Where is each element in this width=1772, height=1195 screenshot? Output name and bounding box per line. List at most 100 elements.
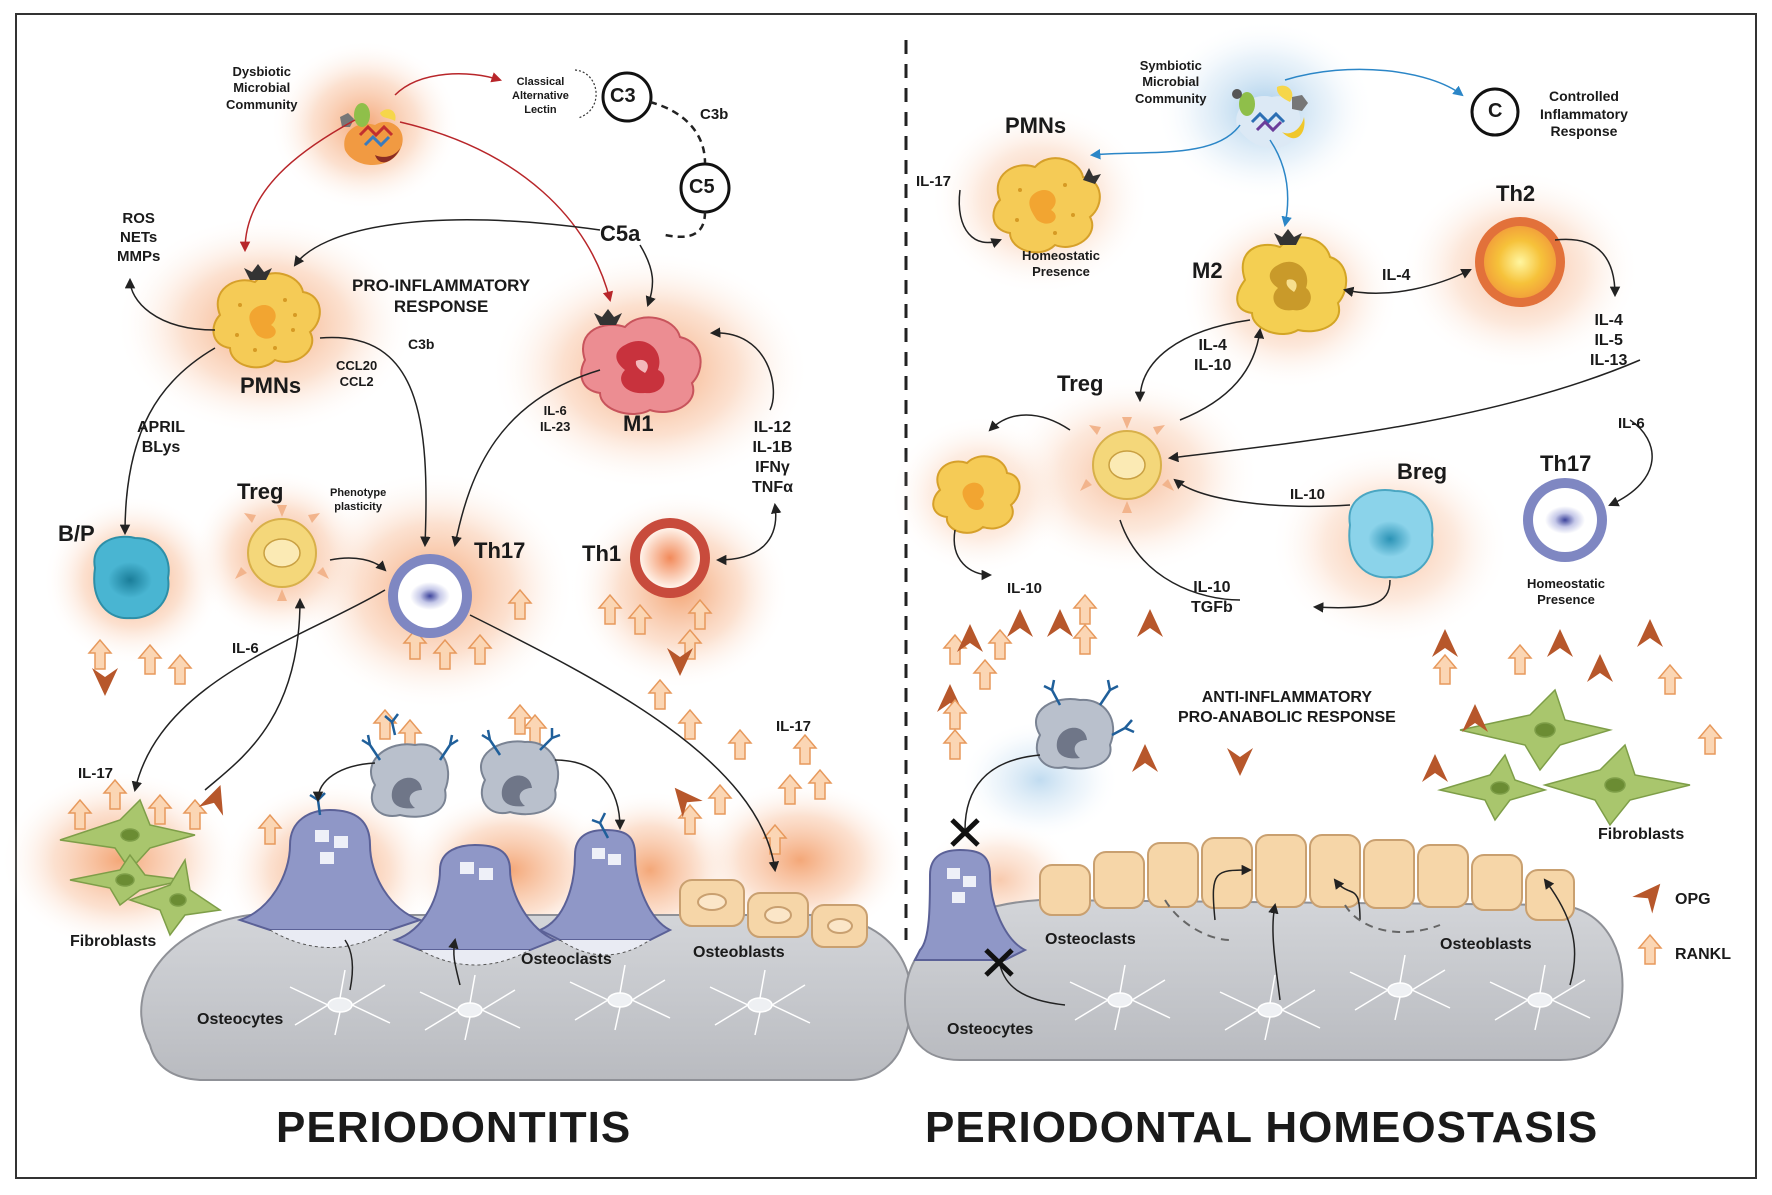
homeostatic-pmn-line-2: Presence	[1032, 264, 1090, 280]
right-osteoclasts-label: Osteoclasts	[1045, 931, 1136, 948]
breg-il10-label: IL-10	[1290, 486, 1326, 503]
il12-line: IL-12	[753, 419, 792, 436]
ccl2-line: CCL2	[339, 374, 374, 390]
c3b-top-label: C3b	[700, 106, 729, 123]
right-il17-label-left-panel: IL-17	[776, 718, 812, 735]
controlled-response-label: Controlled Inflammatory Response	[1540, 88, 1628, 141]
rankl-legend-icon	[1638, 934, 1662, 965]
right-th17-cell	[1523, 478, 1607, 562]
th2-il4-line: IL-4	[1594, 312, 1623, 329]
homeostatic-pmn-label: Homeostatic Presence	[1022, 248, 1100, 281]
m2-label: M2	[1192, 258, 1223, 283]
right-osteoblasts-label: Osteoblasts	[1440, 936, 1532, 953]
left-il10-label: IL-10	[1007, 580, 1043, 597]
left-pmns-label: PMNs	[240, 373, 302, 398]
th2-il5-line: IL-5	[1594, 332, 1623, 349]
right-small-pmn-cell	[932, 455, 1021, 534]
right-treg-label: Treg	[1057, 371, 1104, 396]
right-osteoclast	[913, 848, 1028, 961]
anti-inflammatory-line-2: PRO-ANABOLIC RESPONSE	[1178, 709, 1396, 726]
c3-node	[601, 71, 653, 123]
dysbiotic-line-2: Microbial	[233, 80, 291, 96]
il6-line: IL-6	[543, 403, 567, 418]
il10-tgfb-line-2: TGFb	[1191, 599, 1233, 616]
left-fibroblasts	[59, 798, 223, 937]
blys-line: BLys	[141, 439, 181, 456]
m2-macrophage-cell	[1236, 229, 1348, 335]
c-node	[1470, 87, 1520, 137]
il23-line: IL-23	[540, 419, 571, 435]
controlled-line-3: Response	[1550, 123, 1618, 139]
right-panel-title: PERIODONTAL HOMEOSTASIS	[925, 1103, 1599, 1152]
ccl-label: CCL20 CCL2	[336, 358, 377, 391]
symbiotic-line-3: Community	[1135, 90, 1207, 106]
nets-line: NETs	[120, 228, 158, 246]
th2-cytokines-label: IL-4 IL-5 IL-13	[1590, 311, 1627, 371]
phenotype-plasticity-label: Phenotype plasticity	[330, 487, 386, 515]
il4-line: IL-4	[1198, 337, 1227, 354]
pro-inflammatory-line-1: PRO-INFLAMMATORY	[352, 276, 531, 295]
phenotype-line: Phenotype	[330, 487, 387, 499]
right-pmns-label: PMNs	[1005, 113, 1067, 138]
homeostatic-pmn-line-1: Homeostatic	[1022, 248, 1101, 263]
ros-nets-mmps-label: ROS NETs MMPs	[117, 210, 160, 266]
outer-frame	[15, 13, 1757, 1179]
left-osteoblasts-label: Osteoblasts	[693, 944, 785, 961]
ccl20-line: CCL20	[336, 358, 378, 373]
left-osteoclasts-label: Osteoclasts	[521, 951, 612, 968]
m2-il4-label: IL-4	[1382, 267, 1411, 284]
right-pmn-cell	[992, 157, 1101, 254]
left-il17-label: IL-17	[78, 765, 114, 782]
dysbiotic-community-label: Dysbiotic Microbial Community	[226, 64, 298, 113]
left-treg-label: Treg	[237, 479, 284, 504]
il6-il23-label: IL-6 IL-23	[540, 403, 570, 436]
anti-inflammatory-response-label: ANTI-INFLAMMATORY PRO-ANABOLIC RESPONSE	[1178, 688, 1396, 728]
tnfa-line: TNFα	[752, 479, 793, 496]
bp-label: B/P	[58, 521, 95, 546]
th2-cell	[1475, 217, 1565, 307]
left-osteoclasts	[236, 808, 673, 966]
right-osteocytes	[1069, 954, 1591, 1041]
il10-tgfb-label: IL-10 TGFb	[1191, 578, 1233, 618]
c-label: C	[1488, 100, 1503, 122]
symbiotic-community-icon	[1232, 85, 1308, 149]
complement-pathways-label: Classical Alternative Lectin	[512, 76, 569, 117]
c3b-mid-label: C3b	[408, 336, 435, 352]
m1-macrophage-cell	[580, 309, 702, 415]
left-fibroblasts-label: Fibroblasts	[70, 933, 157, 950]
anti-inflammatory-line-1: ANTI-INFLAMMATORY	[1201, 689, 1373, 706]
homeostatic-th17-label: Homeostatic Presence	[1527, 576, 1605, 609]
controlled-line-1: Controlled	[1548, 88, 1619, 104]
dysbiotic-line-1: Dysbiotic	[232, 64, 291, 79]
ifng-line: IFNγ	[755, 459, 790, 476]
ros-line: ROS	[122, 210, 155, 227]
pathway-lectin: Lectin	[524, 103, 557, 116]
april-line: APRIL	[137, 419, 185, 436]
right-fibroblasts	[1437, 688, 1691, 827]
opg-legend-label: OPG	[1675, 891, 1711, 908]
m1-label: M1	[623, 411, 654, 436]
left-osteoblasts	[679, 879, 868, 948]
right-treg-cell	[1080, 417, 1174, 513]
pathway-classical: Classical	[516, 76, 565, 88]
left-antibody-macrophages	[309, 679, 1135, 839]
april-blys-label: APRIL BLys	[137, 418, 185, 458]
left-th17-label: Th17	[474, 538, 526, 563]
left-pmn-cell	[212, 264, 321, 369]
left-osteocytes-label: Osteocytes	[197, 1011, 284, 1028]
right-arrows	[953, 68, 1653, 1006]
pro-inflammatory-line-2: RESPONSE	[393, 297, 489, 317]
mmps-line: MMPs	[117, 247, 161, 265]
th2-label: Th2	[1496, 181, 1536, 206]
il1b-line: IL-1B	[752, 439, 793, 456]
breg-label: Breg	[1397, 459, 1448, 484]
th2-il13-line: IL-13	[1590, 352, 1628, 369]
pro-inflammatory-response-label: PRO-INFLAMMATORY RESPONSE	[352, 275, 530, 318]
blocked-x-marks	[950, 818, 1014, 977]
symbiotic-community-label: Symbiotic Microbial Community	[1135, 58, 1207, 107]
opg-legend-icon	[1632, 875, 1671, 914]
rankl-legend-label: RANKL	[1675, 946, 1731, 963]
c5a-label: C5a	[600, 221, 641, 246]
